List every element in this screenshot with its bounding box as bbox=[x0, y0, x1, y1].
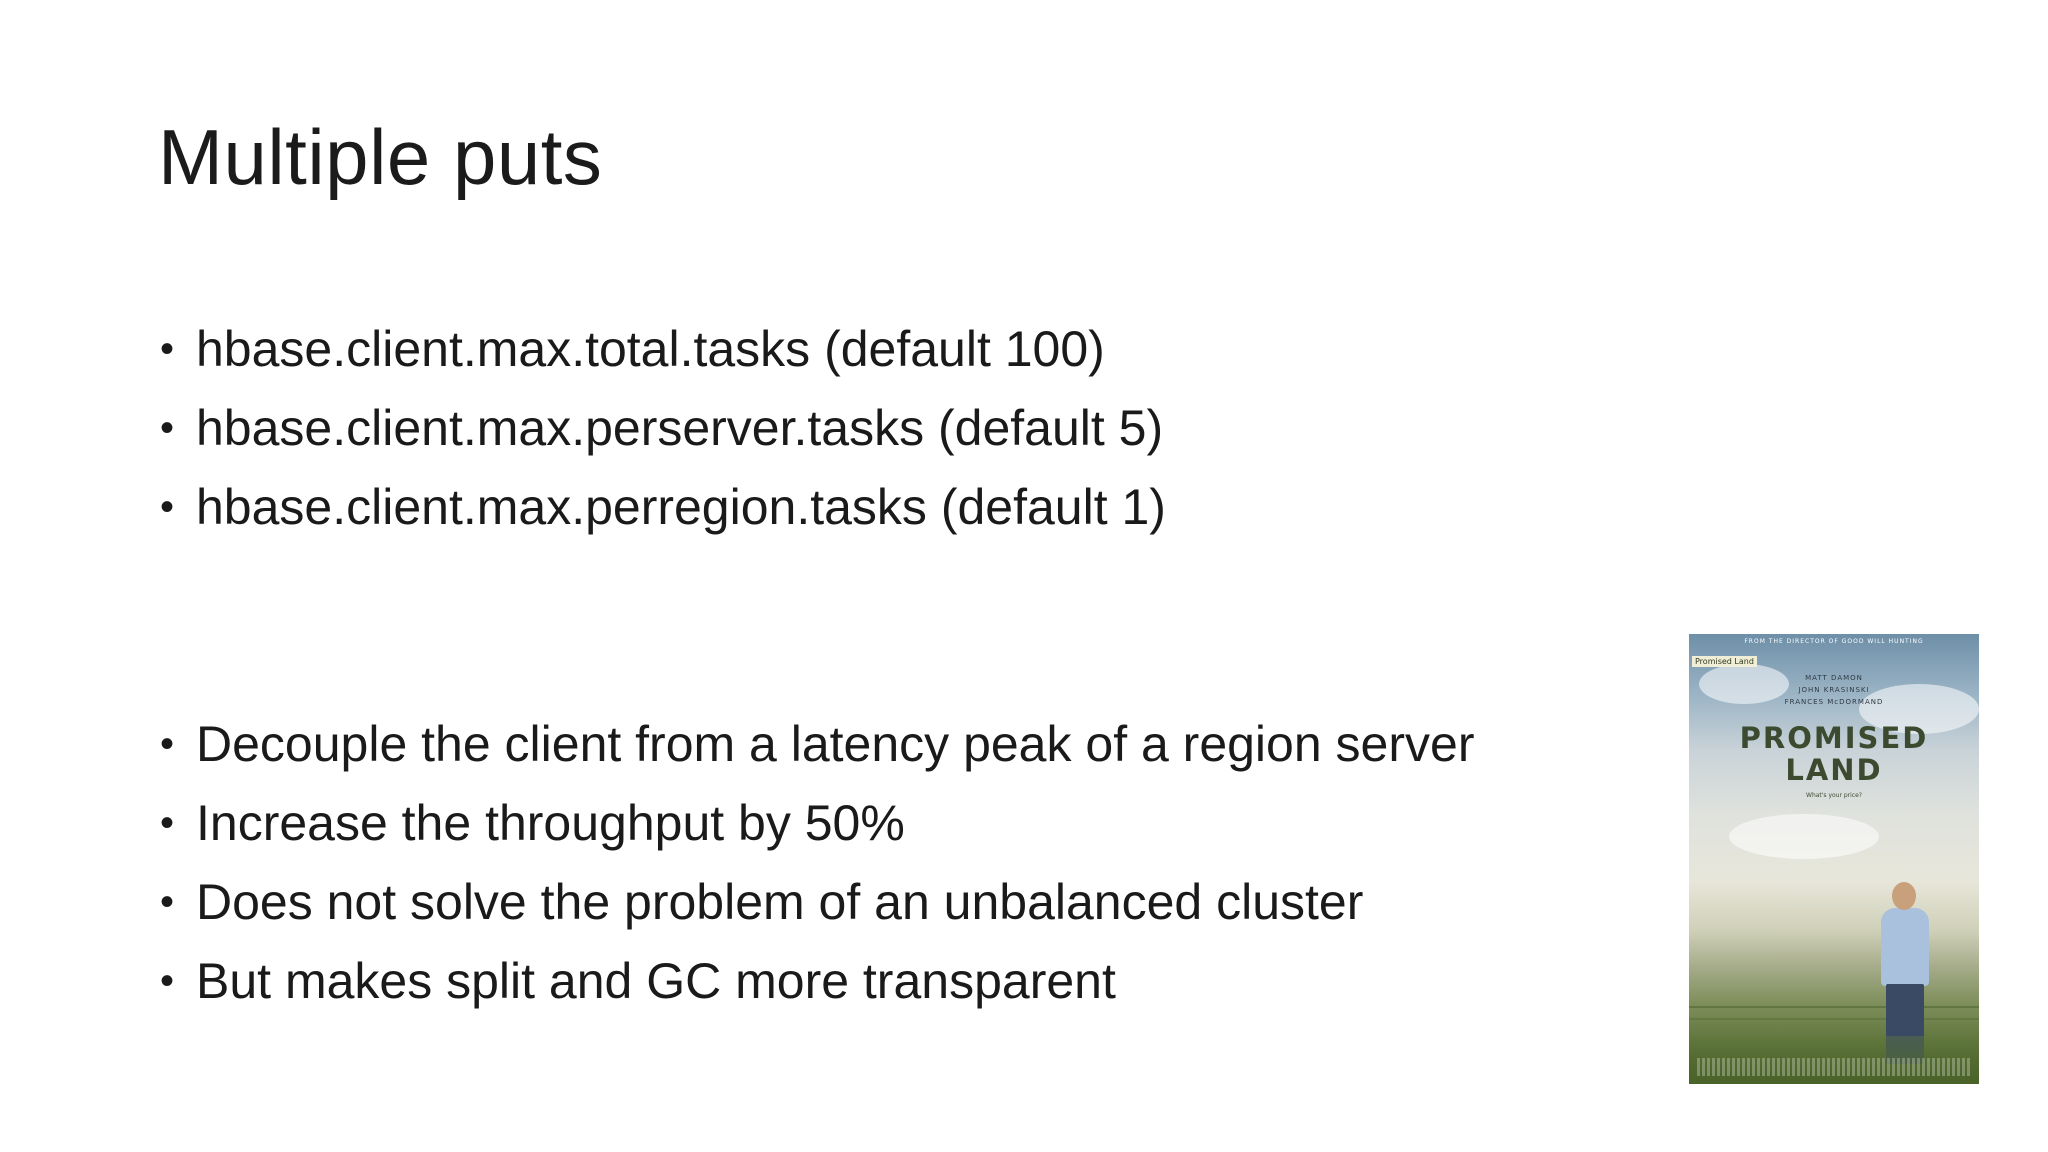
poster-title-line: LAND bbox=[1785, 753, 1883, 787]
bullet-item: • But makes split and GC more transparent bbox=[158, 942, 1474, 1021]
horizon-line bbox=[1689, 1006, 1979, 1008]
bullet-dot-icon: • bbox=[160, 959, 175, 1003]
bullet-dot-icon: • bbox=[160, 801, 175, 845]
poster-cast-name: MATT DAMON bbox=[1805, 674, 1863, 682]
poster-cast: MATT DAMON JOHN KRASINSKI FRANCES McDORM… bbox=[1689, 672, 1979, 708]
poster-title: PROMISED LAND bbox=[1689, 722, 1979, 786]
cloud-shape bbox=[1729, 814, 1879, 859]
bullet-text: Does not solve the problem of an unbalan… bbox=[196, 874, 1364, 930]
bullet-item: • hbase.client.max.total.tasks (default 1… bbox=[158, 310, 1166, 389]
bullet-dot-icon: • bbox=[160, 880, 175, 924]
poster-corner-tag: Promised Land bbox=[1692, 656, 1757, 667]
grass-field bbox=[1689, 1036, 1979, 1084]
person-figure-head bbox=[1892, 882, 1916, 910]
bullet-item: • hbase.client.max.perregion.tasks (defau… bbox=[158, 468, 1166, 547]
poster-top-text: FROM THE DIRECTOR OF GOOD WILL HUNTING bbox=[1744, 638, 1924, 645]
bullet-dot-icon: • bbox=[160, 485, 175, 529]
poster-cast-name: FRANCES McDORMAND bbox=[1784, 698, 1884, 706]
bullet-item: • Decouple the client from a latency peak… bbox=[158, 705, 1474, 784]
cloud-shape bbox=[1859, 684, 1979, 734]
bullet-list-benefits: • Decouple the client from a latency peak… bbox=[158, 705, 1474, 1021]
bullet-item: • hbase.client.max.perserver.tasks (defau… bbox=[158, 389, 1166, 468]
bullet-item: • Does not solve the problem of an unbala… bbox=[158, 863, 1474, 942]
bullet-dot-icon: • bbox=[160, 722, 175, 766]
bullet-text: Increase the throughput by 50% bbox=[196, 795, 905, 851]
horizon-line bbox=[1689, 1018, 1979, 1020]
bullet-item: • Increase the throughput by 50% bbox=[158, 784, 1474, 863]
bullet-text: hbase.client.max.perserver.tasks (defaul… bbox=[196, 400, 1164, 456]
poster-title-line: PROMISED bbox=[1739, 721, 1929, 755]
bullet-text: Decouple the client from a latency peak … bbox=[196, 716, 1475, 772]
poster-cast-name: JOHN KRASINSKI bbox=[1798, 686, 1870, 694]
bullet-text: hbase.client.max.total.tasks (default 10… bbox=[196, 321, 1105, 377]
bullet-text: hbase.client.max.perregion.tasks (defaul… bbox=[196, 479, 1166, 535]
movie-poster-image: FROM THE DIRECTOR OF GOOD WILL HUNTING P… bbox=[1689, 634, 1979, 1084]
bullet-list-config: • hbase.client.max.total.tasks (default 1… bbox=[158, 310, 1166, 547]
poster-tagline: What's your price? bbox=[1806, 792, 1862, 799]
person-figure-shirt bbox=[1881, 908, 1929, 986]
poster-credits-block bbox=[1697, 1058, 1971, 1076]
bullet-dot-icon: • bbox=[160, 327, 175, 371]
bullet-text: But makes split and GC more transparent bbox=[196, 953, 1116, 1009]
bullet-dot-icon: • bbox=[160, 406, 175, 450]
cloud-shape bbox=[1699, 664, 1789, 704]
slide-title: Multiple puts bbox=[158, 113, 603, 201]
